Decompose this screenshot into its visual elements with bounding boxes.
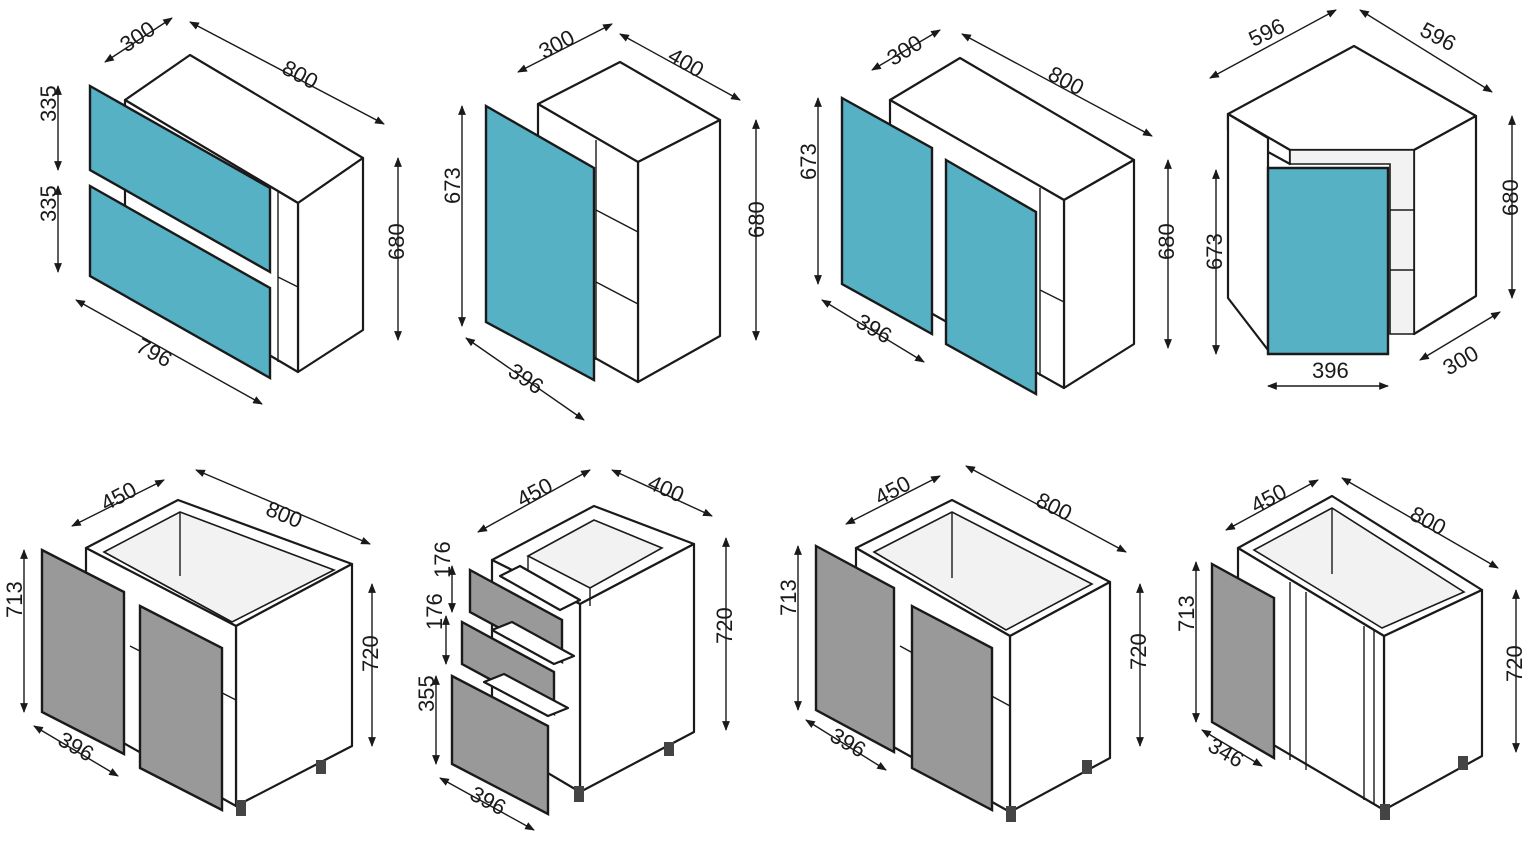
leg xyxy=(664,742,674,756)
dim-width-label: 800 xyxy=(262,496,305,533)
dim-front-height-label: 713 xyxy=(2,581,27,618)
dim-height-label: 680 xyxy=(384,223,409,260)
dim-height-label: 680 xyxy=(1154,223,1179,260)
dim-depth-label: 300 xyxy=(1438,340,1482,380)
door-front xyxy=(484,103,596,383)
dim-width-label: 800 xyxy=(1032,487,1076,526)
dim-height-label: 680 xyxy=(744,201,769,238)
leg xyxy=(1380,804,1390,820)
leg xyxy=(1458,756,1468,770)
dim-front-width-label: 796 xyxy=(132,333,176,372)
dim-depth-label: 450 xyxy=(870,471,914,510)
door-front-left xyxy=(840,95,934,337)
lift-up-front-top xyxy=(88,83,272,275)
dimension-lines xyxy=(432,469,730,831)
door-front-left xyxy=(40,548,126,756)
cabinet-base-double-door-b: 450 800 713 720 396 xyxy=(776,465,1151,822)
dim-depth-label: 450 xyxy=(512,473,556,512)
dim-depth-label: 300 xyxy=(534,25,578,64)
dim-height-label: 720 xyxy=(1126,633,1151,670)
dim-front-height-label: 673 xyxy=(1202,233,1227,270)
cabinet-wall-corner: 596 596 680 673 396 300 xyxy=(1202,9,1523,390)
dim-depth-label: 450 xyxy=(1246,479,1290,518)
cabinet-base-corner: 450 800 713 720 346 xyxy=(1174,477,1527,820)
dim-front-height-label: 673 xyxy=(440,167,465,204)
cabinet-wall-double-door: 300 800 673 680 396 xyxy=(796,29,1179,397)
dim-front-height-label: 713 xyxy=(776,579,801,616)
dimension-lines xyxy=(1192,477,1520,767)
cabinet-wall-single-door: 300 400 673 680 396 xyxy=(440,23,769,421)
dim-side-b-label: 596 xyxy=(1416,17,1460,56)
dimension-lines xyxy=(1209,9,1516,390)
door-front-left xyxy=(814,543,896,755)
dimension-lines xyxy=(54,17,402,405)
leg xyxy=(1006,806,1016,822)
dim-front-width-label: 396 xyxy=(852,309,896,349)
leg xyxy=(236,800,246,816)
cabinet-base-double-door: 450 800 713 720 396 xyxy=(2,469,383,816)
leg xyxy=(574,786,584,802)
dim-front-height-label: 713 xyxy=(1174,595,1199,632)
dim-height-label: 680 xyxy=(1498,179,1523,216)
dimension-lines xyxy=(458,23,760,421)
dimension-lines xyxy=(794,465,1144,771)
door-front-right xyxy=(910,604,994,812)
dim-side-a-label: 596 xyxy=(1245,13,1289,52)
dimension-lines xyxy=(814,29,1172,363)
dim-front-bottom-label: 335 xyxy=(36,185,61,222)
dim-front-width-label: 396 xyxy=(504,358,548,399)
door-front xyxy=(1210,561,1276,761)
dim-width-label: 800 xyxy=(1406,501,1450,540)
dim-front-height-label: 673 xyxy=(796,143,821,180)
dim-width-label: 800 xyxy=(1044,61,1088,100)
dim-depth-label: 300 xyxy=(882,30,926,71)
dim-drawer-bottom-label: 355 xyxy=(414,675,439,712)
dimension-lines xyxy=(20,469,376,777)
door-front-right xyxy=(138,604,224,812)
dim-height-label: 720 xyxy=(1502,645,1527,682)
door-front-right xyxy=(944,157,1038,397)
dim-front-top-label: 335 xyxy=(36,85,61,122)
door-front xyxy=(1266,166,1390,356)
dim-drawer-middle-label: 176 xyxy=(422,593,447,630)
leg xyxy=(1082,760,1092,774)
cabinet-wall-lift-up: 300 800 335 335 680 796 xyxy=(36,16,409,405)
dim-width-label: 400 xyxy=(664,43,708,83)
leg xyxy=(316,760,326,774)
dim-drawer-top-label: 176 xyxy=(430,541,455,578)
dim-front-width-label: 396 xyxy=(1312,358,1349,383)
dim-height-label: 720 xyxy=(712,607,737,644)
cabinet-base-drawers: 450 400 176 176 355 720 396 xyxy=(414,469,737,831)
dim-height-label: 720 xyxy=(358,635,383,672)
cabinet-body xyxy=(1226,44,1478,352)
